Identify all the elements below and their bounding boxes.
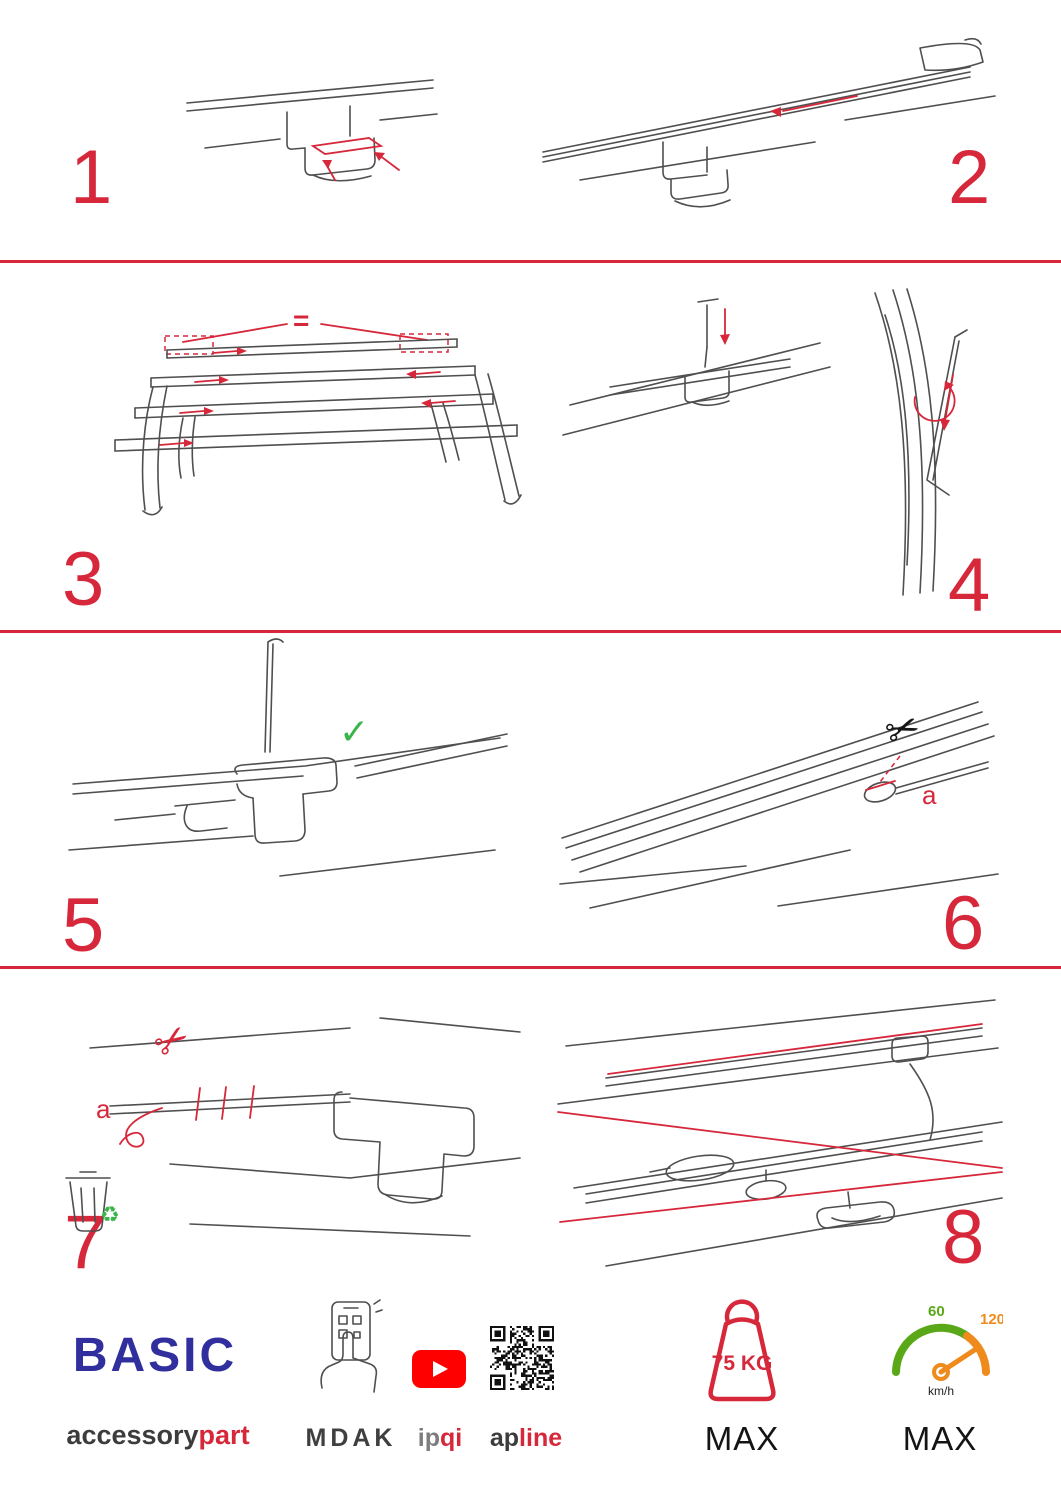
weight-max-label: MAX [704,1420,780,1457]
ipqi-gray: ip [417,1424,440,1452]
step-1-number: 1 [70,135,113,220]
red-arrows [770,95,858,117]
step-8-number: 8 [942,1195,985,1280]
cut-label-a: a [96,1094,111,1124]
step-6-number: 6 [942,881,985,966]
step-7-illustration: ✂ a ♻ [65,1013,521,1237]
section-divider-2 [0,630,1061,633]
scissors-icon: ✂ [879,703,926,758]
brand-sub-dark: accessory [66,1420,199,1450]
equal-length-lines [164,323,449,355]
weight-value: 75 KG [712,1352,773,1375]
red-guide-lines [557,1023,1003,1223]
cut-strip [119,1107,163,1148]
step-5-number: 5 [62,883,105,968]
brand-basic: BASIC [72,1329,238,1382]
step-3-illustration: = [114,305,522,516]
step-2-illustration [542,37,996,208]
scissors-icon: ✂ [145,1013,199,1070]
cut-line [879,755,901,783]
step-4-illustration [562,288,968,596]
red-arrows [720,308,956,431]
step-5-illustration: ✓ [68,638,508,877]
section-divider-3 [0,966,1061,969]
ipqi-red: qi [440,1424,463,1452]
cut-label-a: a [922,780,937,810]
trash-icon [65,1171,111,1232]
step-4-number: 4 [948,543,991,628]
apline-red: line [519,1424,563,1452]
step-6-illustration: ✂ a [559,701,999,909]
speedometer-icon: 60 120 km/h [892,1303,1003,1398]
mdak-logo: MDAK [305,1424,397,1452]
speed-max-label: MAX [902,1420,978,1457]
qr-code-icon [490,1326,554,1390]
checkmark-icon: ✓ [339,712,369,753]
ipqi-logo: ipqi [400,1424,480,1453]
step-1-illustration [186,79,438,182]
step-7-number: 7 [64,1200,107,1285]
brand-accessorypart: accessorypart [48,1420,268,1451]
speed-low-tick: 60 [928,1303,945,1320]
step-2-number: 2 [948,135,991,220]
red-arrows [159,347,456,447]
equal-length-symbol: = [293,305,309,336]
apline-dark: ap [489,1424,520,1452]
step-8-illustration [557,999,1003,1267]
youtube-icon [412,1350,466,1388]
weight-limit-icon: 75 KG [708,1299,776,1402]
section-divider-1 [0,260,1061,263]
step-3-number: 3 [62,537,105,622]
phone-scan-icon [320,1299,383,1393]
recycle-icon: ♻ [100,1203,120,1228]
cut-marks [195,1085,255,1121]
speed-high-tick: 120 [980,1311,1003,1328]
red-arrows [310,137,400,181]
speed-unit: km/h [928,1384,954,1398]
apline-logo: apline [476,1424,576,1453]
brand-sub-red: part [198,1420,250,1450]
